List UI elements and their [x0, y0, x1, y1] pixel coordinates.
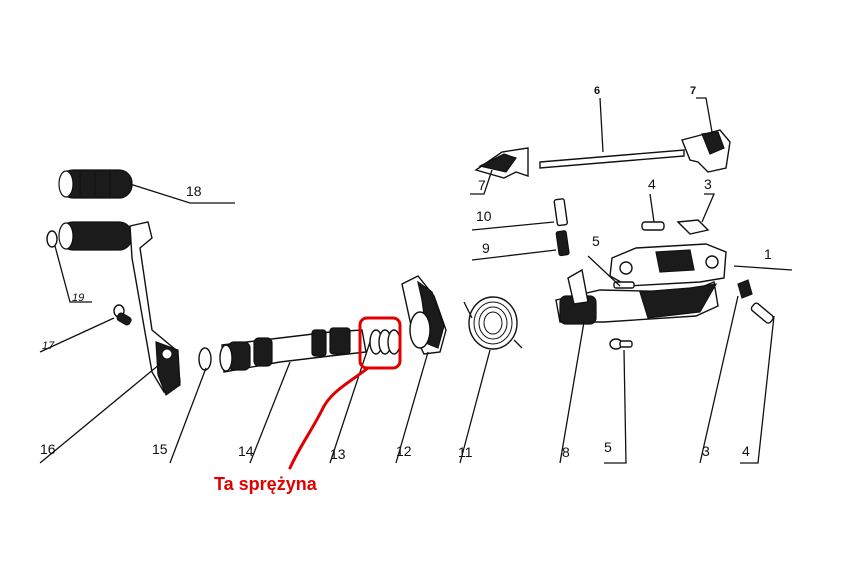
part-10-pin [553, 198, 568, 227]
part-9-pin [555, 230, 570, 257]
callout-6: 6 [594, 85, 600, 97]
part-3-detent-lower [737, 279, 753, 299]
callout-16: 16 [40, 441, 56, 457]
callout-3b: 3 [702, 443, 710, 459]
callout-18: 18 [186, 183, 202, 199]
callout-11: 11 [458, 444, 473, 460]
callout-4a: 4 [648, 176, 656, 192]
part-18-footrest-rubber [58, 169, 133, 199]
callout-7b: 7 [690, 85, 696, 97]
part-4-spring-upper [641, 221, 665, 231]
highlight-box [358, 316, 402, 370]
callout-13: 13 [330, 446, 346, 462]
part-13-spring [369, 329, 401, 355]
callout-10: 10 [476, 208, 492, 224]
part-12-ratchet-gear [401, 275, 447, 355]
part-15-washer [198, 347, 212, 371]
part-6-rod [539, 149, 685, 169]
callout-12: 12 [396, 443, 412, 459]
highlight-group: Ta sprężyna [214, 316, 402, 494]
callout-19: 19 [72, 292, 84, 304]
callout-5b: 5 [604, 439, 612, 455]
callout-3a: 3 [704, 176, 712, 192]
callout-labels: 1 3 3 4 4 5 5 6 7 7 8 9 10 11 12 13 14 1… [40, 85, 772, 462]
highlight-arrow [288, 366, 370, 470]
callout-15: 15 [152, 441, 168, 457]
part-7-fork-right [681, 129, 731, 173]
part-1-cover-plate [609, 243, 727, 287]
callout-17: 17 [42, 340, 55, 352]
callout-5a: 5 [592, 233, 600, 249]
part-5-bolt-lower [609, 338, 633, 350]
part-5-bolt-upper [613, 281, 635, 289]
part-8-selector-body [555, 268, 719, 325]
callout-4b: 4 [742, 443, 750, 459]
leader-lines [39, 97, 793, 464]
callout-9: 9 [482, 240, 490, 256]
part-4-spring-lower [750, 302, 774, 324]
part-11-coil-spring [463, 296, 523, 350]
part-16-kickstart-lever [58, 221, 181, 396]
callout-14: 14 [238, 443, 254, 459]
part-17-pin [113, 304, 132, 326]
callout-8: 8 [562, 444, 570, 460]
part-19-ring [46, 230, 58, 248]
callout-1: 1 [764, 246, 772, 262]
annotation-label: Ta sprężyna [214, 474, 318, 494]
part-14-kickstart-shaft [219, 327, 367, 373]
part-7-fork-left [474, 147, 529, 179]
part-3-detent-upper [676, 219, 710, 235]
callout-7a: 7 [478, 177, 486, 193]
